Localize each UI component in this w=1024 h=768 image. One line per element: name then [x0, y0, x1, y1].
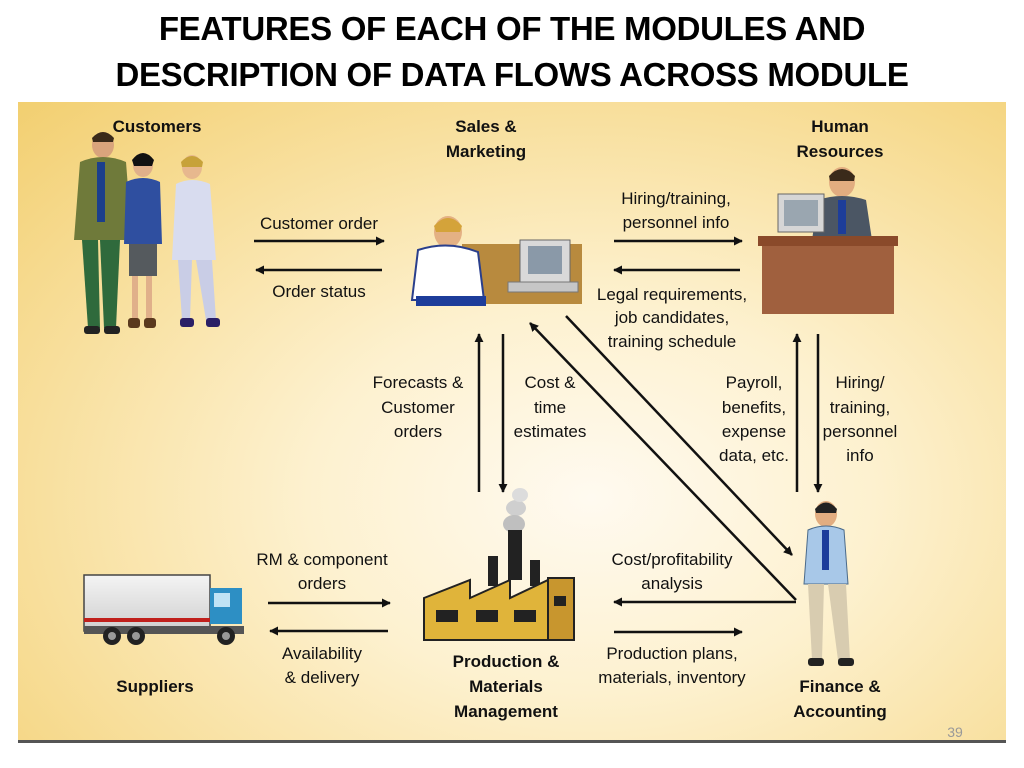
flow-prodplans-line1: Production plans,: [606, 644, 737, 663]
module-hr-line1: Human: [811, 117, 869, 136]
flow-payroll-line4: data, etc.: [719, 446, 789, 465]
flow-arrows: [254, 236, 823, 637]
flow-forecasts-line1: Forecasts &: [373, 373, 464, 392]
flow-hiring2-line3: personnel: [823, 422, 898, 441]
flow-cost-line3: estimates: [514, 422, 587, 441]
module-production-line1: Production &: [453, 652, 560, 671]
flow-prodplans-line2: materials, inventory: [598, 668, 746, 687]
module-sales-line2: Marketing: [446, 142, 526, 161]
flow-customer-order: Customer order: [260, 214, 378, 233]
flow-payroll-line1: Payroll,: [726, 373, 783, 392]
flow-hiring2-line2: training,: [830, 398, 890, 417]
finance-illustration: [803, 501, 854, 666]
bottom-divider: [18, 740, 1006, 743]
arrow-sales-to-finance: [565, 315, 793, 556]
flow-availability-line2: & delivery: [285, 668, 360, 687]
module-sales-line1: Sales &: [455, 117, 516, 136]
flow-hiring-line2: personnel info: [623, 213, 730, 232]
module-finance-line2: Accounting: [793, 702, 887, 721]
flow-forecasts-line3: orders: [394, 422, 442, 441]
flow-legal-line3: training schedule: [608, 332, 737, 351]
flow-legal-line2: job candidates,: [614, 308, 729, 327]
flow-cost-line2: time: [534, 398, 566, 417]
title-line-1: FEATURES OF EACH OF THE MODULES AND: [158, 10, 866, 47]
sales-illustration: [410, 216, 582, 306]
factory-illustration: [423, 488, 575, 641]
flow-rm-line2: orders: [298, 574, 346, 593]
slide-title: FEATURES OF EACH OF THE MODULES AND DESC…: [0, 6, 1024, 98]
module-production-line2: Materials: [469, 677, 543, 696]
flow-cost-line1: Cost &: [524, 373, 576, 392]
flow-availability-line1: Availability: [282, 644, 363, 663]
flow-hiring2-line1: Hiring/: [835, 373, 884, 392]
flow-payroll-line3: expense: [722, 422, 786, 441]
page-number: 39: [947, 724, 963, 740]
customers-illustration: [74, 132, 220, 334]
flow-payroll-line2: benefits,: [722, 398, 786, 417]
title-line-2: DESCRIPTION OF DATA FLOWS ACROSS MODULE: [115, 56, 909, 93]
flow-order-status: Order status: [272, 282, 366, 301]
arrow-finance-to-sales: [529, 322, 797, 601]
flow-rm-line1: RM & component: [256, 550, 388, 569]
module-production-line3: Management: [454, 702, 558, 721]
module-finance-line1: Finance &: [799, 677, 880, 696]
flow-hiring-line1: Hiring/training,: [621, 189, 731, 208]
flow-costprof-line2: analysis: [641, 574, 702, 593]
module-suppliers: Suppliers: [116, 677, 193, 696]
module-customers: Customers: [113, 117, 202, 136]
module-hr-line2: Resources: [797, 142, 884, 161]
flow-legal-line1: Legal requirements,: [597, 285, 747, 304]
flow-costprof-line1: Cost/profitability: [612, 550, 733, 569]
truck-illustration: [83, 574, 244, 645]
hr-illustration: [758, 167, 898, 314]
flow-hiring2-line4: info: [846, 446, 873, 465]
flow-forecasts-line2: Customer: [381, 398, 455, 417]
